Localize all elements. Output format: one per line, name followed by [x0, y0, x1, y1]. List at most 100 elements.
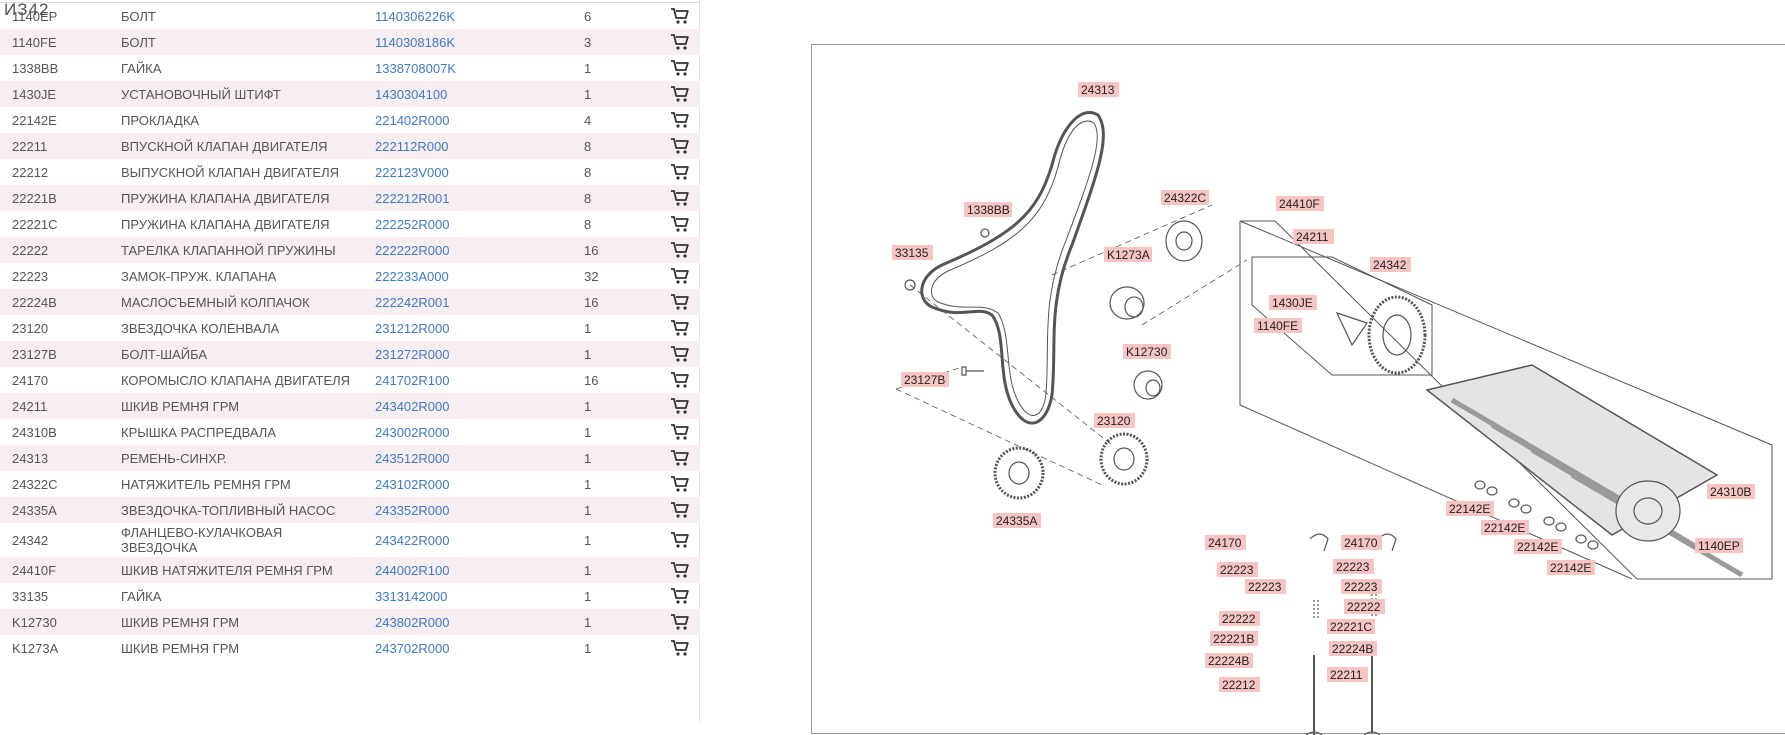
- part-number-link[interactable]: 1140308186K: [375, 34, 456, 50]
- camshaft-cover-center-drawing: [1633, 497, 1663, 525]
- callout-label[interactable]: 1140FE: [1254, 318, 1302, 333]
- callout-label[interactable]: 22223: [1217, 562, 1258, 577]
- shopping-cart-icon[interactable]: [668, 583, 692, 609]
- shopping-cart-icon[interactable]: [668, 263, 692, 289]
- part-number-link[interactable]: 243702R000: [375, 640, 450, 656]
- callout-label[interactable]: 22142E: [1514, 539, 1562, 554]
- part-number-link[interactable]: 231212R000: [375, 320, 450, 336]
- part-number-link[interactable]: 222233A000: [375, 268, 449, 284]
- shopping-cart-icon[interactable]: [668, 55, 692, 81]
- part-number-link[interactable]: 1430304100: [375, 86, 448, 102]
- nut-drawing: [980, 228, 990, 238]
- shopping-cart-icon[interactable]: [668, 471, 692, 497]
- callout-label[interactable]: 1338BB: [964, 202, 1012, 217]
- part-number-link[interactable]: 222222R000: [375, 242, 450, 258]
- callout-label[interactable]: 1430JE: [1269, 295, 1317, 310]
- part-number-link[interactable]: 221402R000: [375, 112, 450, 128]
- part-number-link[interactable]: 243802R000: [375, 614, 450, 630]
- callout-label-bg: [1370, 257, 1411, 272]
- part-number-link[interactable]: 3313142000: [375, 588, 448, 604]
- callout-label[interactable]: 24322C: [1161, 190, 1209, 205]
- shopping-cart-icon[interactable]: [668, 29, 692, 55]
- callout-label[interactable]: 22224B: [1205, 653, 1253, 668]
- callout-label[interactable]: 24211: [1293, 229, 1334, 244]
- shopping-cart-icon[interactable]: [668, 523, 692, 557]
- callout-label[interactable]: 24410F: [1276, 196, 1324, 211]
- shopping-cart-icon[interactable]: [668, 211, 692, 237]
- shopping-cart-icon[interactable]: [668, 315, 692, 341]
- part-number-link[interactable]: 243422R000: [375, 532, 450, 548]
- callout-label[interactable]: 24313: [1078, 82, 1119, 97]
- part-number-link[interactable]: 241702R100: [375, 372, 450, 388]
- callout-label[interactable]: 24170: [1205, 535, 1246, 550]
- part-code: 24322C: [12, 476, 58, 492]
- callout-label-bg: [993, 513, 1041, 528]
- callout-label[interactable]: 22222: [1344, 599, 1385, 614]
- callout-label[interactable]: 24335A: [993, 513, 1041, 528]
- part-number-link[interactable]: 222112R000: [375, 138, 449, 154]
- callout-label[interactable]: 22212: [1219, 677, 1260, 692]
- callout-label[interactable]: 22223: [1341, 579, 1382, 594]
- shopping-cart-icon[interactable]: [668, 133, 692, 159]
- callout-label[interactable]: 24310B: [1707, 484, 1755, 499]
- part-number-link[interactable]: 1338708007K: [375, 60, 456, 76]
- shopping-cart-icon[interactable]: [668, 3, 692, 29]
- fuel-pump-sprocket-drawing: [993, 446, 1045, 500]
- callout-label[interactable]: 22222: [1219, 611, 1260, 626]
- callout-label[interactable]: 22142E: [1547, 560, 1595, 575]
- shopping-cart-icon[interactable]: [668, 419, 692, 445]
- callout-label-bg: [1219, 677, 1260, 692]
- part-number-link[interactable]: 1140306226K: [375, 8, 456, 24]
- callout-label[interactable]: 33135: [892, 245, 933, 260]
- shopping-cart-icon[interactable]: [668, 159, 692, 185]
- part-number-link[interactable]: 222252R000: [375, 216, 450, 232]
- callout-label[interactable]: 1140EP: [1695, 538, 1743, 553]
- shopping-cart-icon[interactable]: [668, 81, 692, 107]
- part-number-link[interactable]: 222242R001: [375, 294, 450, 310]
- callout-label[interactable]: 22224B: [1329, 641, 1377, 656]
- callout-label[interactable]: K12730: [1123, 344, 1171, 359]
- callout-label[interactable]: K1273A: [1104, 247, 1152, 262]
- callout-label[interactable]: 24342: [1370, 257, 1411, 272]
- callout-label[interactable]: 23120: [1094, 413, 1135, 428]
- shopping-cart-icon[interactable]: [668, 367, 692, 393]
- crank-sprocket-hub-drawing: [1113, 447, 1135, 471]
- part-number-link[interactable]: 231272R000: [375, 346, 450, 362]
- part-name: БОЛТ: [121, 34, 156, 50]
- callout-label-bg: [1210, 631, 1258, 646]
- shopping-cart-icon[interactable]: [668, 341, 692, 367]
- callout-label[interactable]: 22223: [1333, 559, 1374, 574]
- part-number-link[interactable]: 243402R000: [375, 398, 450, 414]
- part-number-link[interactable]: 243102R000: [375, 476, 450, 492]
- shopping-cart-icon[interactable]: [668, 289, 692, 315]
- shopping-cart-icon[interactable]: [668, 237, 692, 263]
- part-number-link[interactable]: 243512R000: [375, 450, 450, 466]
- callout-label[interactable]: 22221C: [1327, 619, 1375, 634]
- shopping-cart-icon[interactable]: [668, 497, 692, 523]
- part-number-link[interactable]: 244002R100: [375, 562, 450, 578]
- shopping-cart-icon[interactable]: [668, 107, 692, 133]
- shopping-cart-icon[interactable]: [668, 609, 692, 635]
- part-number-link[interactable]: 222123V000: [375, 164, 449, 180]
- shopping-cart-icon[interactable]: [668, 445, 692, 471]
- callout-label[interactable]: 22221B: [1210, 631, 1258, 646]
- callout-label[interactable]: 23127B: [901, 372, 949, 387]
- part-number-link[interactable]: 243352R000: [375, 502, 450, 518]
- callout-label[interactable]: 22142E: [1446, 501, 1494, 516]
- callout-label[interactable]: 22142E: [1481, 520, 1529, 535]
- shopping-cart-icon[interactable]: [668, 393, 692, 419]
- part-code: 24211: [12, 398, 48, 414]
- part-number-link[interactable]: 222212R001: [375, 190, 450, 206]
- part-number-link[interactable]: 243002R000: [375, 424, 450, 440]
- callout-label[interactable]: 22211: [1327, 667, 1368, 682]
- callout-label[interactable]: 24170: [1341, 535, 1382, 550]
- callout-label[interactable]: 22223: [1245, 579, 1286, 594]
- shopping-cart-icon[interactable]: [668, 185, 692, 211]
- callout-label-text: 22222: [1347, 600, 1381, 614]
- shopping-cart-icon[interactable]: [668, 557, 692, 583]
- shopping-cart-icon[interactable]: [668, 635, 692, 661]
- callout-label-text: 22212: [1222, 678, 1256, 692]
